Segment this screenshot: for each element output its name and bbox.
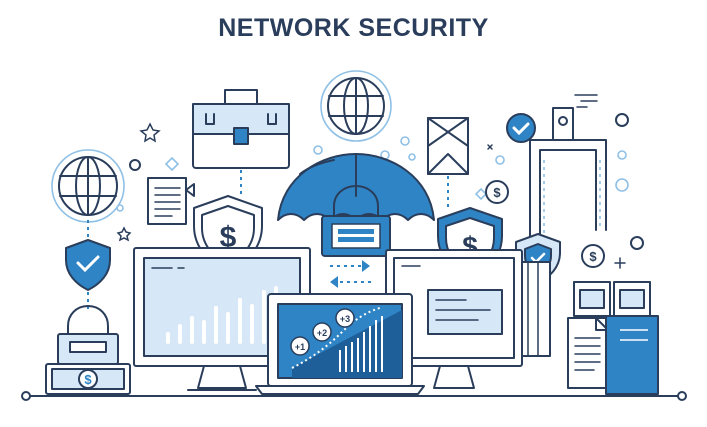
chart-badge: +1 — [290, 336, 310, 356]
padlock-icon — [57, 305, 119, 365]
ground-line — [21, 391, 687, 401]
chart-badge-label: +1 — [295, 342, 305, 352]
laptop-icon: +1 +2 +3 — [255, 293, 425, 395]
banknote-currency: $ — [84, 372, 92, 387]
security-gate-icon — [506, 107, 607, 275]
banknote-icon — [573, 281, 659, 395]
chart-badge-label: +3 — [340, 314, 350, 324]
coin-icon: $ — [581, 244, 605, 268]
star-icon — [116, 226, 132, 242]
chart-badge: +2 — [312, 322, 332, 342]
sync-arrows-icon — [330, 260, 372, 288]
shield-check-icon — [65, 239, 111, 310]
banknote-icon: $ — [45, 363, 131, 395]
globe-icon — [320, 70, 392, 142]
coin-currency: $ — [589, 249, 597, 264]
padlock-icon — [321, 185, 391, 257]
circle-decoration — [129, 159, 141, 171]
circle-decoration — [630, 236, 644, 250]
shield-currency: $ — [220, 221, 237, 254]
document-icon — [147, 177, 195, 225]
coin-currency: $ — [493, 185, 501, 200]
star-icon — [139, 122, 161, 143]
chart-badge-label: +2 — [317, 328, 327, 338]
chart-badge: +3 — [335, 308, 355, 328]
monitor-icon — [385, 249, 523, 389]
document-icon — [567, 317, 609, 389]
coin-icon: $ — [485, 180, 509, 204]
globe-icon — [51, 149, 125, 240]
circle-decoration — [615, 113, 629, 127]
page-title: NETWORK SECURITY — [218, 14, 489, 42]
briefcase-icon — [192, 89, 290, 196]
envelope-icon — [427, 117, 469, 208]
